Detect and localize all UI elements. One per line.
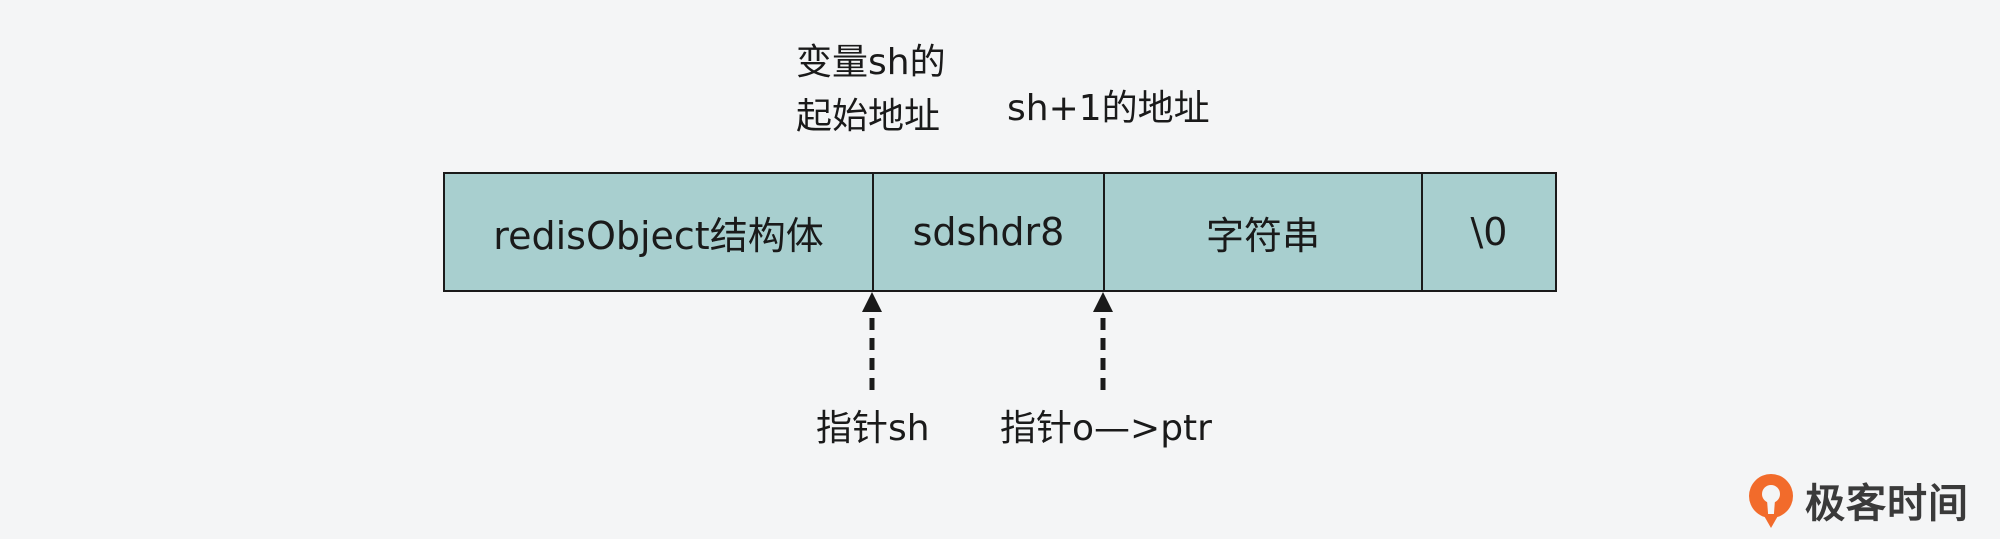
cell-string: 字符串 (1105, 174, 1423, 290)
sh-start-address-label: 变量sh的 起始地址 (796, 36, 946, 144)
pointer-sh-label: 指针sh (816, 408, 930, 449)
geektime-logo: 极客时间 (1745, 470, 1969, 530)
sh-plus-one-address-label: sh+1的地址 (1007, 88, 1210, 129)
sh-start-address-line2: 起始地址 (796, 96, 941, 137)
sh-start-address-line1: 变量sh的 (796, 42, 946, 83)
cell-sdshdr8: sdshdr8 (874, 174, 1105, 290)
memory-layout-row: redisObject结构体 sdshdr8 字符串 \0 (443, 172, 1557, 292)
cell-redisobject: redisObject结构体 (445, 174, 874, 290)
cell-null-terminator: \0 (1470, 210, 1508, 254)
arrow-pointer-o-ptr (1093, 292, 1113, 390)
arrow-pointer-sh (862, 292, 882, 390)
geektime-logo-icon (1749, 474, 1793, 528)
geektime-logo-text: 极客时间 (1805, 481, 1969, 527)
pointer-o-ptr-label: 指针o—>ptr (1000, 408, 1212, 449)
